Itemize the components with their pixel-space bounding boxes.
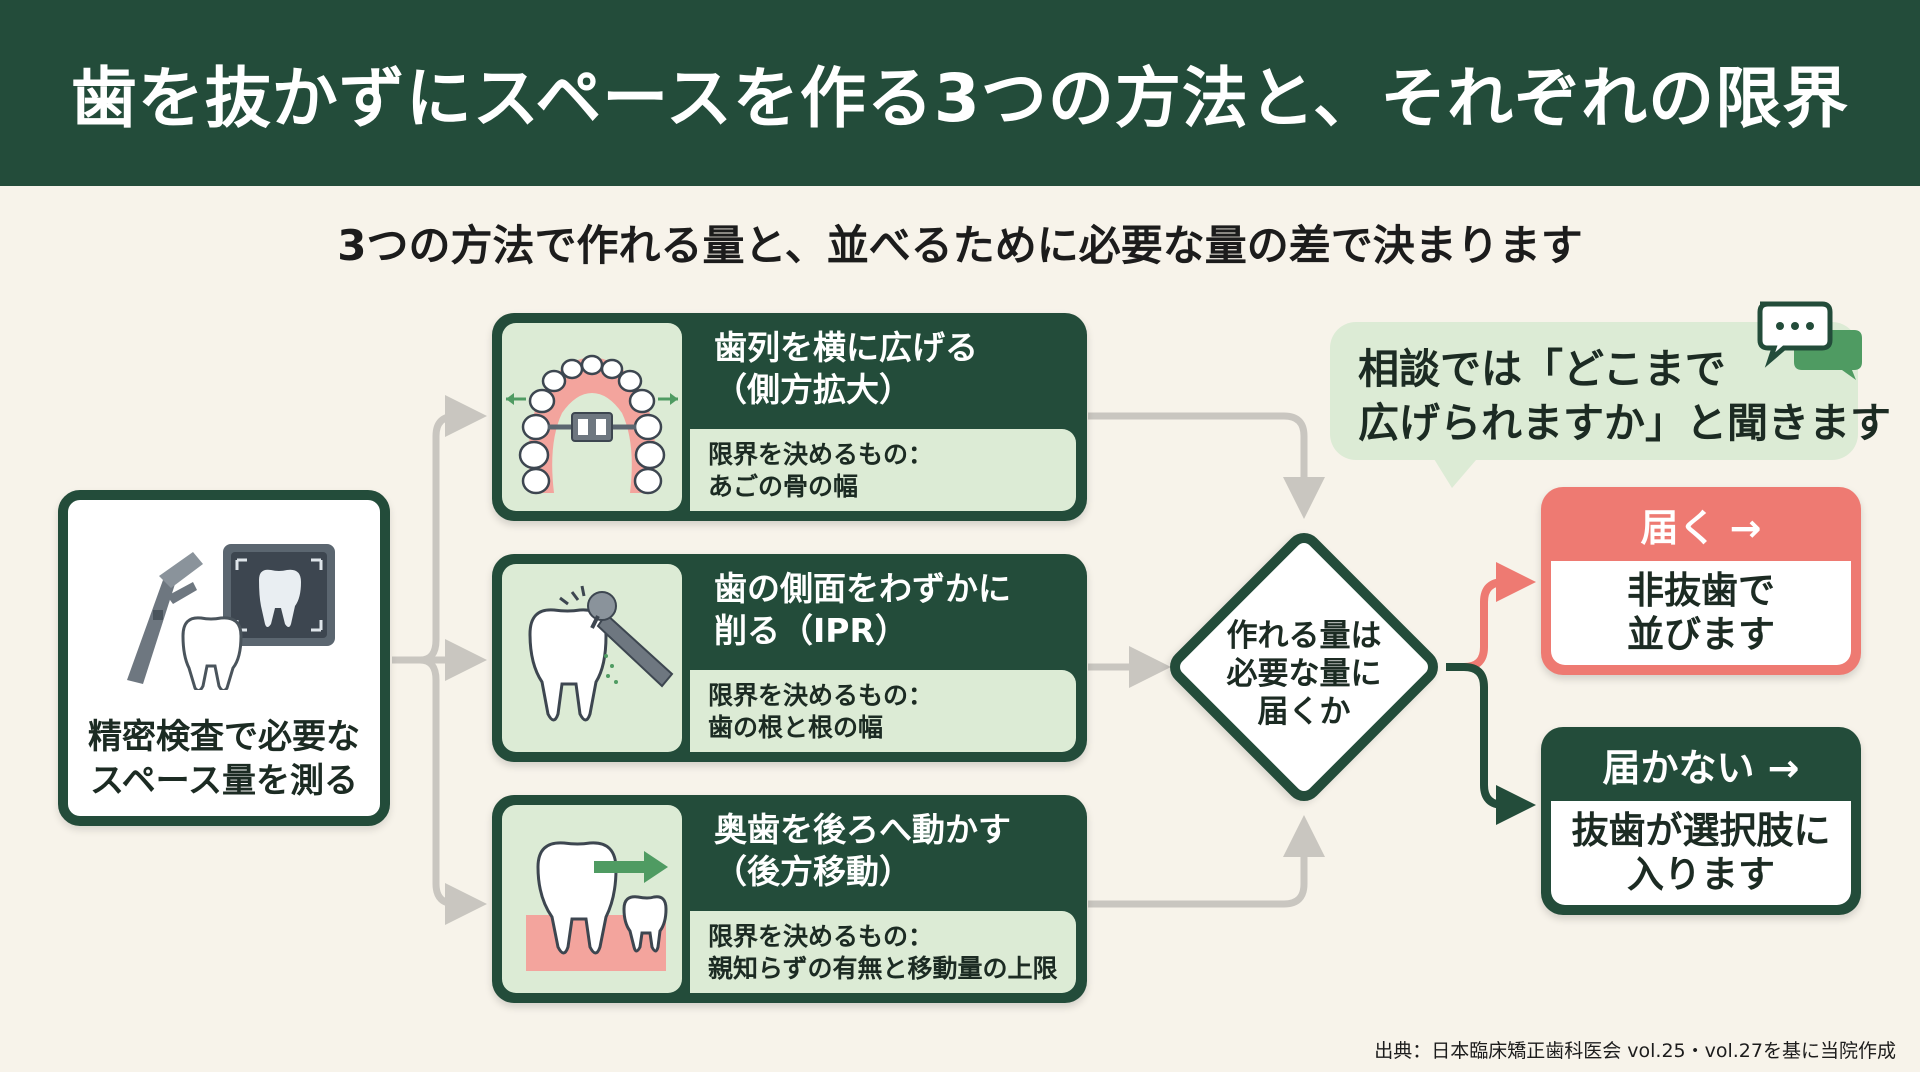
method-card-ipr: 歯の側面をわずかに 削る（IPR） 限界を決めるもの： 歯の根と根の幅 bbox=[492, 554, 1087, 762]
bubble-text: 相談では「どこまで 広げられますか」と聞きます bbox=[1358, 342, 1891, 450]
method-title: 歯列を横に広げる （側方拡大） bbox=[714, 327, 1074, 411]
start-text: 精密検査で必要な スペース量を測る bbox=[68, 715, 380, 803]
method-limit: 限界を決めるもの： 親知らずの有無と移動量の上限 bbox=[690, 911, 1076, 993]
limit-value: 歯の根と根の幅 bbox=[708, 713, 884, 742]
arrow-start-to-distal bbox=[392, 656, 487, 925]
icon-box bbox=[502, 323, 682, 511]
caliper-xray-icon bbox=[127, 544, 335, 690]
bubble-tail bbox=[1426, 446, 1488, 488]
page-subtitle: 3つの方法で作れる量と、並べるために必要な量の差で決まります bbox=[337, 221, 1583, 270]
decision-diamond: 作れる量は 必要な量に 届くか bbox=[1162, 525, 1446, 809]
outcome-head: 届く → bbox=[1640, 505, 1762, 550]
method-limit: 限界を決めるもの： 歯の根と根の幅 bbox=[690, 670, 1076, 752]
chat-bubbles-icon bbox=[1757, 301, 1862, 380]
icon-box bbox=[502, 805, 682, 993]
limit-label: 限界を決めるもの： bbox=[708, 681, 934, 710]
arrow-expansion-to-decision bbox=[1088, 412, 1325, 519]
method-title: 奥歯を後ろへ動かす （後方移動） bbox=[714, 809, 1074, 893]
bubble-line: 相談では「どこまで bbox=[1358, 345, 1726, 393]
outcome-line: 入ります bbox=[1627, 853, 1775, 896]
decision-text: 作れる量は 必要な量に 届くか bbox=[1162, 617, 1446, 731]
page-title: 歯を抜かずにスペースを作る3つの方法と、それぞれの限界 bbox=[70, 60, 1850, 137]
decision-line: 届くか bbox=[1257, 694, 1351, 730]
limit-label: 限界を決めるもの： bbox=[708, 922, 934, 951]
decision-line: 必要な量に bbox=[1226, 656, 1382, 692]
start-line: スペース量を測る bbox=[90, 761, 358, 801]
limit-value: あごの骨の幅 bbox=[708, 472, 859, 501]
method-title-line: （側方拡大） bbox=[714, 370, 912, 409]
method-card-distal: 奥歯を後ろへ動かす （後方移動） 限界を決めるもの： 親知らずの有無と移動量の上… bbox=[492, 795, 1087, 1003]
arrow-decision-to-yes bbox=[1446, 562, 1536, 671]
method-title-line: 奥歯を後ろへ動かす bbox=[714, 810, 1011, 849]
outcome-body: 非抜歯で 並びます bbox=[1551, 561, 1851, 665]
limit-value: 親知らずの有無と移動量の上限 bbox=[708, 954, 1058, 983]
method-limit: 限界を決めるもの： あごの骨の幅 bbox=[690, 429, 1076, 511]
outcome-line: 非抜歯で bbox=[1627, 569, 1775, 612]
outcome-head: 届かない → bbox=[1602, 745, 1800, 790]
arrow-start-to-expansion bbox=[392, 395, 487, 664]
method-title-line: 歯列を横に広げる bbox=[714, 328, 978, 367]
decision-line: 作れる量は bbox=[1226, 618, 1382, 654]
source-citation: 出典：日本臨床矯正歯科医会 vol.25・vol.27を基に当院作成 bbox=[1374, 1040, 1896, 1062]
header-banner: 歯を抜かずにスペースを作る3つの方法と、それぞれの限界 bbox=[0, 0, 1920, 186]
method-card-expansion: 歯列を横に広げる （側方拡大） 限界を決めるもの： あごの骨の幅 bbox=[492, 313, 1087, 521]
bubble-line: 広げられますか」と聞きます bbox=[1358, 399, 1891, 447]
method-title: 歯の側面をわずかに 削る（IPR） bbox=[714, 568, 1074, 652]
icon-box bbox=[502, 564, 682, 752]
outcome-line: 並びます bbox=[1627, 613, 1775, 656]
dental-arch-expander-icon bbox=[506, 354, 678, 495]
arrow-decision-to-no bbox=[1446, 663, 1536, 825]
outcome-card-not-reach: 届かない → 抜歯が選択肢に 入ります bbox=[1541, 727, 1861, 915]
molar-arrow-icon bbox=[526, 841, 668, 971]
method-title-line: 削る（IPR） bbox=[714, 611, 908, 650]
outcome-card-reach: 届く → 非抜歯で 並びます bbox=[1541, 487, 1861, 675]
method-title-line: 歯の側面をわずかに bbox=[714, 569, 1011, 608]
arrow-distal-to-decision bbox=[1088, 815, 1325, 908]
start-line: 精密検査で必要な bbox=[88, 717, 360, 757]
limit-label: 限界を決めるもの： bbox=[708, 440, 934, 469]
tooth-drill-icon bbox=[528, 585, 674, 722]
method-title-line: （後方移動） bbox=[714, 852, 912, 891]
outcome-line: 抜歯が選択肢に bbox=[1571, 809, 1831, 852]
start-card-measurement: 精密検査で必要な スペース量を測る bbox=[58, 490, 390, 826]
outcome-body: 抜歯が選択肢に 入ります bbox=[1551, 801, 1851, 905]
